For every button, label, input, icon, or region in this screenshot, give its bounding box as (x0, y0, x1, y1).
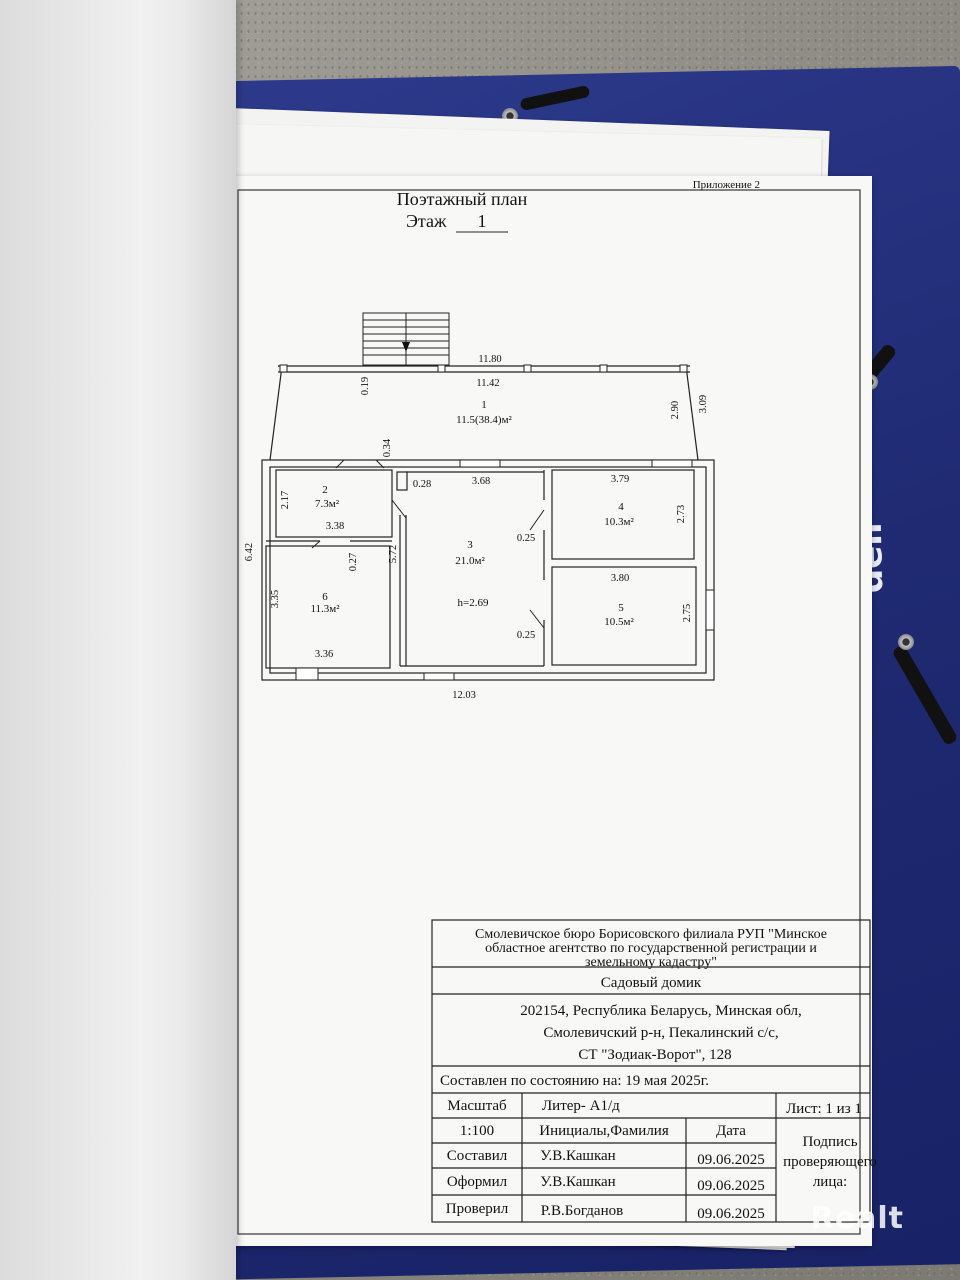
page-shadow (180, 0, 236, 1280)
room-number: 4 (618, 501, 624, 513)
room-number: 6 (322, 591, 328, 603)
room-area: 7.3м² (315, 498, 340, 510)
title-block (431, 919, 871, 1223)
state-date: Составлен по состоянию на: 19 мая 2025г. (440, 1073, 709, 1089)
scale-value: 1:100 (460, 1123, 494, 1139)
room-height: h=2.69 (458, 597, 489, 609)
dim-r6-left: 3.35 (270, 590, 281, 608)
sign-label: проверяющего (783, 1154, 877, 1170)
room-number: 2 (322, 484, 328, 496)
floor-plan-sheet (232, 176, 872, 1246)
veranda-posts (279, 364, 688, 373)
dim-r6-top-gap: 0.27 (348, 553, 359, 571)
org-line: областное агентство по государственной р… (485, 941, 817, 956)
dim-r2-left: 2.17 (280, 491, 291, 509)
dim-r3-top: 3.68 (472, 476, 490, 487)
dim-bottom-total: 12.03 (452, 690, 476, 701)
blank-left-page (0, 0, 236, 1280)
dim-porch-right-in: 2.90 (670, 401, 681, 419)
address-line: Смолевичский р-н, Пекалинский с/с, (543, 1025, 778, 1041)
grommet-right-bottom (898, 634, 914, 650)
dim-r2-bottom: 3.38 (326, 521, 344, 532)
watermark-logo: Realt (810, 1201, 904, 1236)
sign-label: Подпись (802, 1134, 857, 1150)
dim-top-inner: 11.42 (476, 378, 499, 389)
person-name: У.В.Кашкан (540, 1174, 615, 1190)
org-line: Смолевичское бюро Борисовского филиала Р… (475, 927, 827, 942)
dim-top-outer: 11.80 (478, 354, 501, 365)
annex-label: Приложение 2 (693, 179, 760, 191)
dim-r5-right: 2.75 (682, 604, 693, 622)
role: Проверил (446, 1201, 509, 1217)
title-block-text: Смолевичское бюро Борисовского филиала Р… (440, 927, 877, 1222)
address-line: 202154, Республика Беларусь, Минская обл… (520, 1003, 802, 1019)
dim-r4-right: 2.73 (676, 505, 687, 523)
dimension-labels: 11.80 11.42 0.19 2.90 3.09 0.34 0.28 3.6… (244, 354, 709, 701)
person-name: У.В.Кашкан (540, 1148, 615, 1164)
door-swings (311, 459, 545, 629)
object-name: Садовый домик (601, 975, 702, 991)
veranda-outline (269, 365, 699, 461)
role: Составил (447, 1148, 508, 1164)
dim-porch-right-out: 3.09 (698, 395, 709, 413)
room-number: 3 (467, 539, 473, 551)
date-value: 09.06.2025 (697, 1178, 765, 1194)
room-area: 21.0м² (455, 555, 485, 567)
room-number: 5 (618, 602, 624, 614)
dim-r3-left: 5.72 (388, 545, 399, 563)
dim-wall-034: 0.34 (382, 438, 393, 457)
date-value: 09.06.2025 (697, 1206, 765, 1222)
col-name-header: Инициалы,Фамилия (539, 1123, 669, 1139)
sheet-frame (237, 189, 861, 1235)
dim-r4-top: 3.79 (611, 474, 629, 485)
person-name: Р.В.Богданов (541, 1203, 623, 1219)
room-area: 11.3м² (310, 603, 340, 615)
room-labels: 1 11.5(38.4)м² 2 7.3м² 3 21.0м² h=2.69 4… (310, 399, 634, 628)
col-date-header: Дата (716, 1123, 746, 1139)
org-line: земельному кадастру" (585, 955, 717, 970)
floor-number: 1 (478, 211, 487, 231)
dim-r5-top: 3.80 (611, 573, 629, 584)
liter: Литер- А1/д (542, 1098, 620, 1114)
address-line: СТ "Зодиак-Ворот", 128 (578, 1047, 731, 1063)
house-walls (261, 459, 715, 681)
date-value: 09.06.2025 (697, 1152, 765, 1168)
room-area: 10.5м² (604, 616, 634, 628)
sign-label: лица: (813, 1174, 847, 1190)
windows (295, 459, 715, 681)
room-area: 10.3м² (604, 516, 634, 528)
dim-porch-small: 0.19 (360, 377, 371, 395)
dim-r6-bottom: 3.36 (315, 649, 333, 660)
room-number: 1 (481, 399, 487, 411)
room-area: 11.5(38.4)м² (456, 414, 512, 426)
dim-gap-025-a: 0.25 (517, 533, 535, 544)
dim-wall-028: 0.28 (413, 479, 431, 490)
role: Оформил (447, 1174, 508, 1190)
sheet-number: Лист: 1 из 1 (786, 1101, 862, 1117)
dim-gap-025-b: 0.25 (517, 630, 535, 641)
stairs-arrow-icon (402, 342, 410, 352)
floor-label: Этаж (406, 211, 447, 231)
dim-left-total: 6.42 (244, 543, 255, 561)
entrance-stairs (362, 312, 450, 366)
plan-title: Поэтажный план (397, 189, 528, 209)
scale-label: Масштаб (447, 1098, 507, 1114)
